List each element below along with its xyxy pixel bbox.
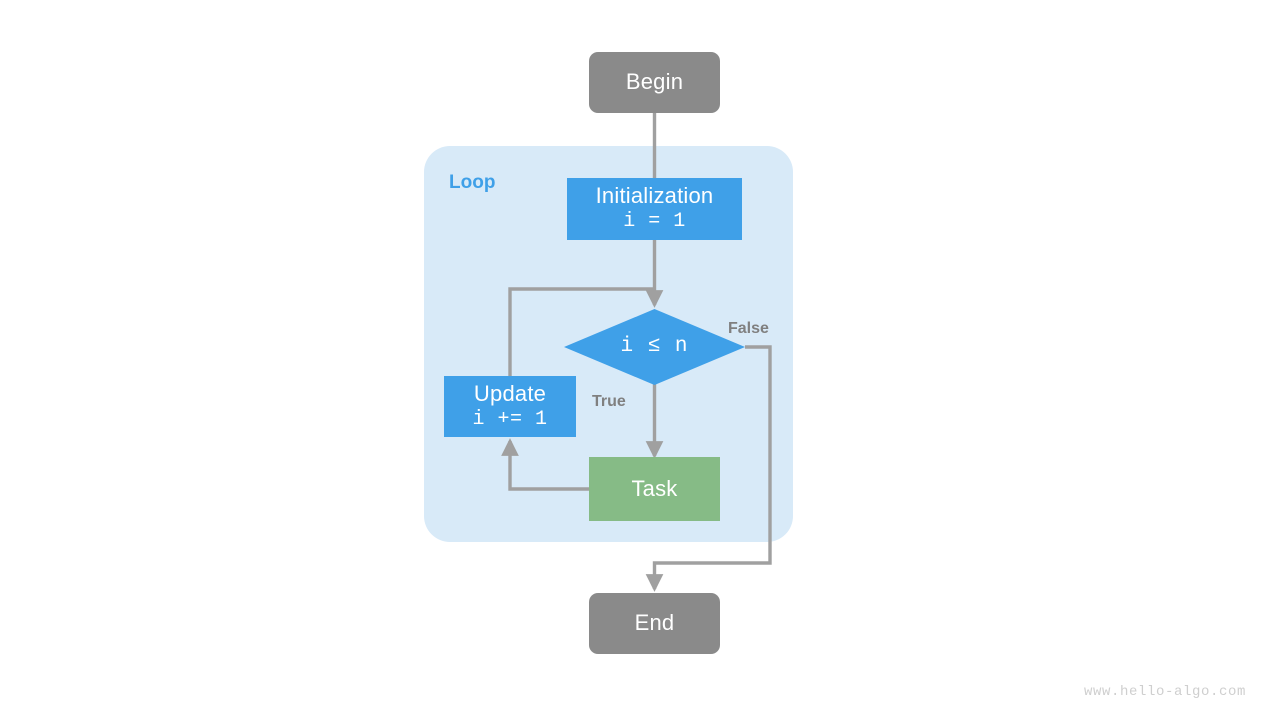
node-initialization[interactable] bbox=[567, 178, 742, 240]
node-update[interactable] bbox=[444, 376, 576, 437]
node-end[interactable] bbox=[589, 593, 720, 654]
edge-condition-to-end-false bbox=[645, 345, 772, 592]
edge-update-to-condition bbox=[508, 287, 655, 376]
node-task[interactable] bbox=[589, 457, 720, 521]
node-condition[interactable] bbox=[564, 309, 745, 385]
edge-task-to-update bbox=[501, 438, 589, 491]
edge-label-false: False bbox=[728, 320, 769, 337]
loop-group-label: Loop bbox=[449, 172, 496, 193]
edge-label-true: True bbox=[592, 393, 626, 410]
node-begin[interactable] bbox=[589, 52, 720, 113]
watermark: www.hello-algo.com bbox=[1083, 684, 1246, 700]
